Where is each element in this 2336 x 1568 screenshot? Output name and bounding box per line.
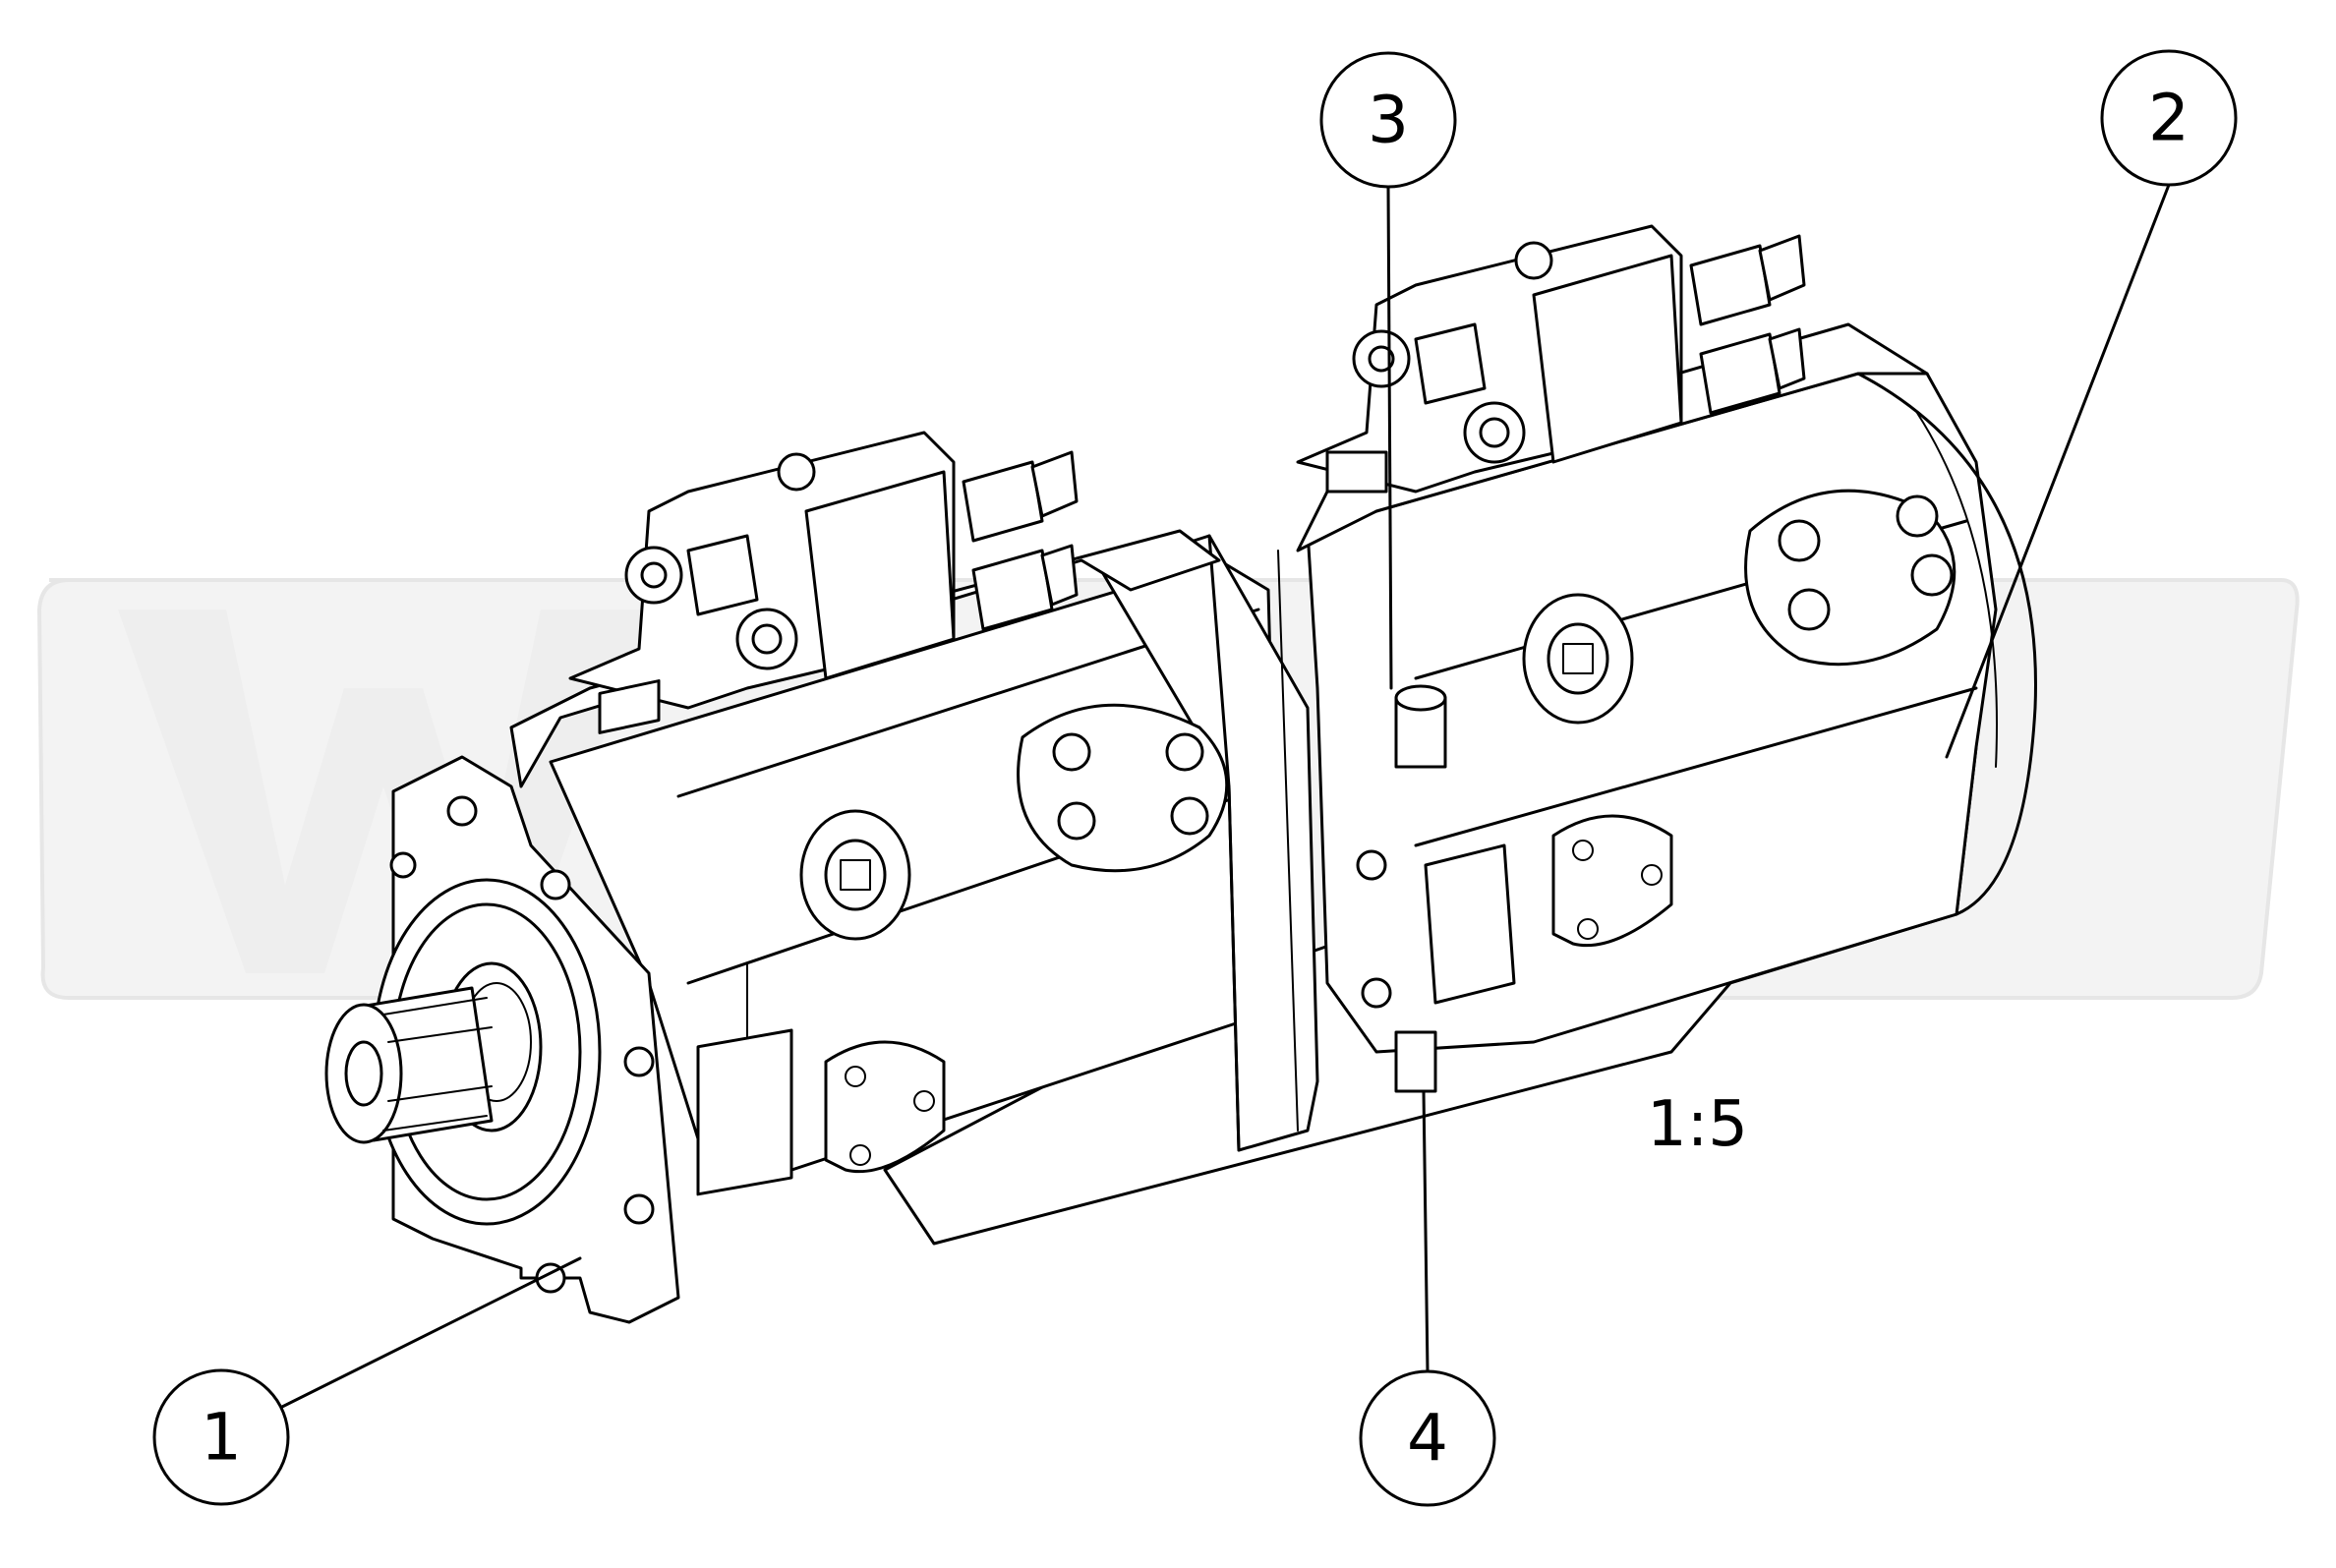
balloon-3-label: 3 xyxy=(1368,83,1409,158)
balloon-4-label: 4 xyxy=(1407,1401,1448,1477)
balloon-2: 2 xyxy=(2100,49,2238,187)
balloon-4: 4 xyxy=(1359,1369,1496,1507)
balloon-leaders xyxy=(278,183,2171,1410)
control-valve-1 xyxy=(568,431,1079,734)
scale-label: 1:5 xyxy=(1647,1088,1748,1161)
balloon-1: 1 xyxy=(152,1368,290,1506)
balloon-3: 3 xyxy=(1319,51,1457,189)
balloon-1-label: 1 xyxy=(201,1400,242,1476)
control-valve-2 xyxy=(1296,224,1806,494)
balloon-2-label: 2 xyxy=(2148,81,2190,156)
